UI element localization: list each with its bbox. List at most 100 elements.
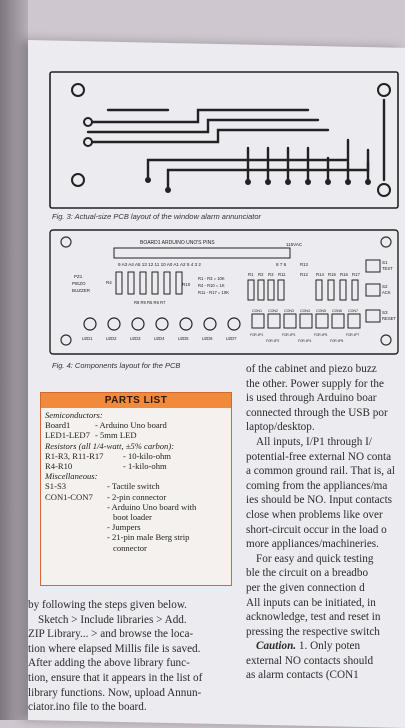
s3-function: RESET (382, 316, 396, 321)
text-line: potential-free external NO conta (246, 450, 392, 463)
parts-list-title: PARTS LIST (41, 393, 231, 408)
led4-label: LED4 (154, 336, 165, 341)
led6-label: LED6 (202, 336, 213, 341)
con2-label: CON2 (268, 309, 278, 313)
con6-label: CON6 (332, 309, 342, 313)
power-label: 115VAC (286, 242, 303, 247)
con4-label: CON4 (300, 309, 310, 313)
resistor-note-2: R4 - R10 = 1K (198, 283, 225, 288)
parts-list-box: PARTS LIST Semiconductors: Board1- Ardui… (40, 392, 232, 586)
figure-4-caption: Fig. 4: Components layout for the PCB (52, 361, 181, 370)
s3-label: S3 (382, 310, 388, 315)
for-ip4-label: FOR I/P4 (298, 339, 312, 343)
parts-row: - 21-pin male Berg strip (107, 532, 190, 543)
text-line: as alarm contacts (CON1 (246, 669, 359, 682)
text-line: coming from the appliances/ma (246, 479, 388, 492)
text-line: Sketch > Include libraries > Add. (38, 613, 187, 626)
text-line: Caution. 1. Only poten (256, 640, 361, 653)
text-line: ciator.ino file to the board. (28, 701, 147, 714)
r2-label: R2 (258, 272, 264, 277)
led2-label: LED2 (106, 336, 117, 341)
semiconductors-heading: Semiconductors: (45, 410, 103, 420)
parts-row: S1-S3- Tactile switch (45, 481, 160, 492)
r12-label: R12 (300, 272, 308, 277)
book-spine-shadow (0, 0, 28, 720)
led5-label: LED5 (178, 336, 189, 341)
resistor-note-1: R1 - R3 = 10K (198, 276, 225, 281)
for-ip1-label: FOR I/P1 (250, 333, 264, 337)
s1-label: S1 (382, 260, 388, 265)
pz1-label: PZ1 (74, 274, 83, 279)
text-line: ble the circuit on a breadbo (246, 567, 369, 580)
s2-label: S2 (382, 284, 388, 289)
text-line: per the given connection d (246, 581, 365, 594)
text-line: connected through the USB por (246, 406, 388, 419)
r3-label: R3 (268, 272, 274, 277)
text-line: close when problems like over (246, 508, 383, 521)
parts-row: connector (113, 542, 147, 553)
text-line: ZIP Library... > and browse the loca- (28, 628, 194, 641)
arduino-pin-labels: 9 A3 A4 A5 13 12 11 10 A0 A1 A2 5 4 3 2 (118, 262, 201, 267)
s1-function: TEST (382, 266, 393, 271)
right-pin-labels: 8 7 6 (276, 262, 287, 267)
r4-label: R4 (106, 280, 112, 285)
board-label: BOARD1 ARDUINO UNO'S PINS (140, 240, 215, 246)
parts-row: R1-R3, R11-R17- 10-kilo-ohm (45, 450, 171, 461)
left-column-text: by following the steps given below. Sket… (28, 598, 242, 715)
text-line: All inputs, I/P1 through I/ (256, 435, 372, 448)
resistor-note-3: R11 - R17 = 10K (198, 290, 229, 295)
text-line: external NO contacts should (246, 654, 374, 667)
pcb-component-layout-figure: BOARD1 ARDUINO UNO'S PINS 9 A3 A4 A5 13 … (49, 229, 399, 355)
parts-row: Board1- Arduino Uno board (45, 420, 167, 431)
r16-label: R16 (340, 272, 348, 277)
r1-label: R1 (248, 272, 254, 277)
text-line: tion where elapsed Millis file is saved. (28, 642, 201, 655)
for-ip3-label: FOR I/P3 (282, 333, 296, 337)
r17-label: R17 (352, 272, 360, 277)
parts-row: CON1-CON7- 2-pin connector (45, 491, 167, 502)
text-line: the other. Power supply for the (246, 377, 384, 390)
text-line: ies should be NO. Input contacts (246, 494, 393, 507)
bottom-resistors-label: R8 R9 R5 R6 R7 (134, 300, 166, 305)
parts-row: R4-R10- 1-kilo-ohm (45, 461, 167, 472)
misc-heading: Miscellaneous: (45, 471, 98, 482)
piezo-label: PIEZO (72, 281, 86, 286)
for-ip6-label: FOR I/P6 (330, 339, 344, 343)
text-line: laptop/desktop. (246, 421, 315, 434)
r13-label: R13 (300, 262, 308, 267)
text-line: acknowledge, test and reset in (246, 611, 381, 624)
con5-label: CON5 (316, 309, 326, 313)
parts-row: - Arduino Uno board with (107, 501, 197, 512)
parts-row: LED1-LED7- 5mm LED (45, 430, 137, 441)
text-line: short-circuit occur in the load o (246, 523, 387, 536)
resistors-heading: Resistors (all 1/4-watt, ±5% carbon): (45, 440, 175, 451)
con7-label: CON7 (348, 309, 358, 313)
s2-function: ACK (382, 290, 391, 295)
text-line: of the cabinet and piezo buzz (246, 363, 377, 375)
con3-label: CON3 (284, 309, 294, 313)
r14-label: R14 (316, 272, 324, 277)
parts-row: - Jumpers (107, 522, 141, 533)
text-line: is used through Arduino boar (246, 392, 377, 405)
caution-label: Caution. (256, 640, 297, 653)
for-ip2-label: FOR I/P2 (266, 339, 280, 343)
led7-label: LED7 (226, 336, 237, 341)
buzzer-label: BUZZER (72, 288, 91, 293)
parts-row: boot loader (113, 512, 152, 523)
r15-label: R15 (328, 272, 336, 277)
text-line: All inputs can be initiated, in (246, 596, 376, 609)
con1-label: CON1 (252, 309, 262, 313)
figure-3-caption: Fig. 3: Actual-size PCB layout of the wi… (52, 212, 261, 221)
for-ip7-label: FOR I/P7 (346, 333, 360, 337)
text-line: tion, ensure that it appears in the list… (28, 671, 203, 684)
text-line: pressing the respective switch (246, 625, 380, 638)
for-ip5-label: FOR I/P5 (314, 333, 328, 337)
text-line: After adding the above library func- (28, 657, 190, 670)
text-line: library functions. Now, upload Annun- (28, 686, 202, 699)
text-line: more appliances/machineries. (246, 538, 379, 551)
pcb-track-layout-figure (49, 71, 399, 209)
led3-label: LED3 (130, 336, 141, 341)
text-line: a common ground rail. That is, al (246, 465, 395, 478)
led1-label: LED1 (82, 336, 93, 341)
r11-label: R11 (278, 272, 286, 277)
